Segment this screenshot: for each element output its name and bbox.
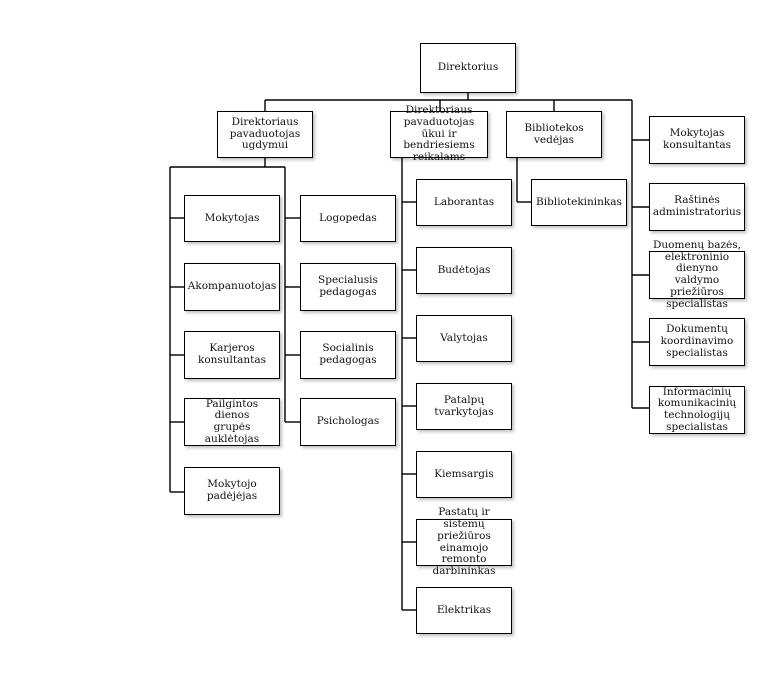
economy-staff-box: Pastatų ir sistemų priežiūros einamojo r… <box>416 506 512 577</box>
administration-staff-box: Duomenų bazės, elektroninio dienyno vald… <box>649 239 745 309</box>
economy-staff-box: Patalpų tvarkytojas <box>416 383 512 430</box>
support-specialist-box: Psichologas <box>300 398 396 446</box>
administration-staff-box: Informacinių komunikacinių technologijų … <box>649 386 745 434</box>
education-staff-box: Karjeros konsultantas <box>184 331 280 379</box>
administration-staff-box: Dokumentų koordinavimo specialistas <box>649 318 745 366</box>
library-head-box: Bibliotekos vedėjas <box>506 111 602 158</box>
education-staff-box: Akompanuotojas <box>184 263 280 311</box>
support-specialist-box: Logopedas <box>300 195 396 242</box>
director-box: Direktorius <box>420 43 516 93</box>
teacher-consultant-box: Mokytojas konsultantas <box>649 116 745 164</box>
library-staff-box: Bibliotekininkas <box>531 179 627 226</box>
economy-staff-box: Elektrikas <box>416 587 512 634</box>
administration-staff-box: Raštinės administratorius <box>649 183 745 231</box>
economy-staff-box: Kiemsargis <box>416 451 512 498</box>
economy-staff-box: Valytojas <box>416 315 512 362</box>
economy-staff-box: Laborantas <box>416 179 512 226</box>
education-staff-box: Mokytojo padėjėjas <box>184 467 280 515</box>
support-specialist-box: Specialusis pedagogas <box>300 263 396 311</box>
deputy-education-box: Direktoriaus pavaduotojas ugdymui <box>217 111 313 158</box>
deputy-economy-box: Direktoriaus pavaduotojas ūkui ir bendri… <box>390 104 488 163</box>
support-specialist-box: Socialinis pedagogas <box>300 331 396 379</box>
education-staff-box: Mokytojas <box>184 195 280 242</box>
education-staff-box: Pailgintos dienos grupės auklėtojas <box>184 398 280 446</box>
economy-staff-box: Budėtojas <box>416 247 512 294</box>
